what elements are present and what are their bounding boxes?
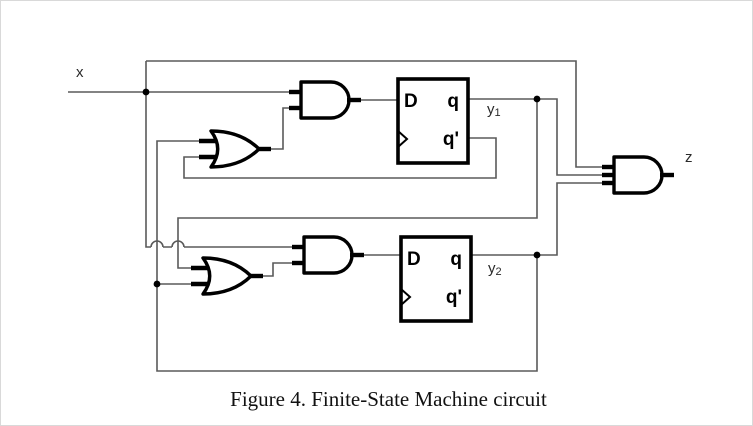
and-gate-1 — [289, 80, 361, 120]
clock-input-marker — [400, 288, 412, 306]
and-gate-body — [302, 235, 354, 275]
d-input-label: D — [407, 249, 421, 270]
signal-label-y2: y2 — [488, 260, 502, 278]
wire-or1-to-and1 — [269, 107, 289, 150]
or-gate-2 — [191, 256, 263, 296]
and-gate-body — [299, 80, 351, 120]
q-complement-label: q' — [446, 287, 462, 308]
signal-label-z: z — [685, 149, 693, 166]
output-and-gate — [602, 155, 674, 195]
or-gate-body — [201, 256, 253, 296]
junction-dot — [533, 95, 541, 103]
signal-label-x: x — [76, 64, 84, 81]
q-output-label: q — [447, 91, 459, 112]
or-gate-body — [209, 129, 261, 169]
q-complement-label: q' — [443, 129, 459, 150]
junction-dot — [142, 88, 150, 96]
wire-q1n-to-or1 — [183, 137, 497, 179]
flipflop-body — [399, 235, 473, 323]
signal-label-y1: y1 — [487, 101, 501, 119]
junction-dot — [533, 251, 541, 259]
junction-dot — [153, 280, 161, 288]
wire-y1-feedback — [177, 99, 538, 269]
d-input-label: D — [404, 91, 418, 112]
wire-q2-to-output — [471, 182, 602, 256]
wire-y2-feedback — [156, 140, 538, 372]
clock-input-marker — [397, 130, 409, 148]
figure-caption: Figure 4. Finite-State Machine circuit — [230, 387, 547, 411]
and-gate-body — [612, 155, 664, 195]
flipflop-body — [396, 77, 470, 165]
wire-or2-to-and2 — [261, 262, 292, 277]
and-gate-2 — [292, 235, 364, 275]
wire-x-top-rail — [146, 60, 602, 168]
q-output-label: q — [450, 249, 462, 270]
wire-q1-to-output — [468, 98, 602, 176]
or-gate-1 — [199, 129, 271, 169]
